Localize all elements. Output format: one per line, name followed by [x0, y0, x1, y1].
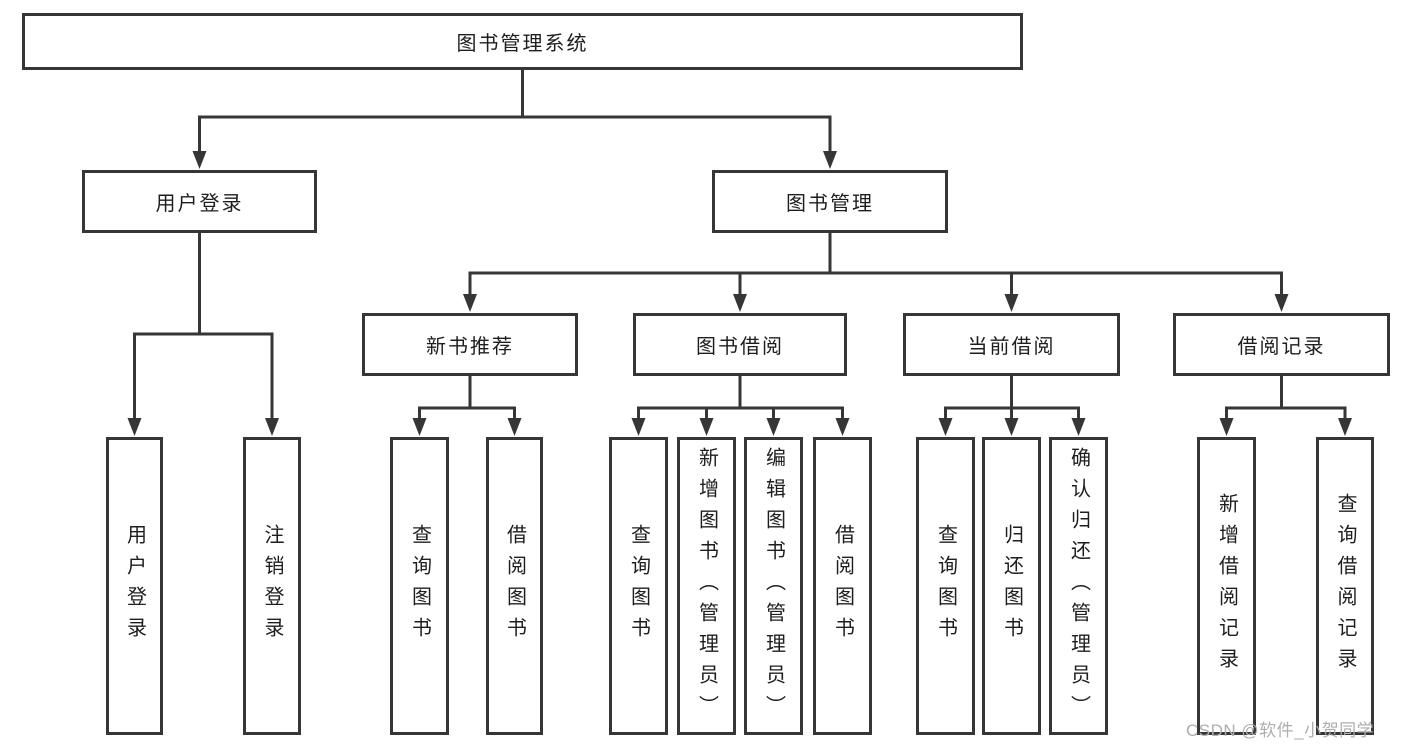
- node-user-login-label: 用户登录: [155, 193, 244, 215]
- node-book-management: 图书管理: [712, 170, 948, 233]
- leaf-edit-books-admin-label: 编辑图书（管理员）: [762, 446, 785, 726]
- node-new-book-recommend: 新书推荐: [362, 313, 578, 376]
- leaf-borrow-query-books: 查询图书: [609, 437, 668, 735]
- leaf-borrow-query-books-label: 查询图书: [627, 524, 650, 648]
- connector-segments: [133, 69, 1347, 420]
- leaf-user-login-label: 用户登录: [123, 524, 146, 648]
- leaf-newbook-query-books-label: 查询图书: [408, 524, 431, 648]
- node-current-borrow: 当前借阅: [903, 313, 1120, 376]
- leaf-user-login: 用户登录: [106, 437, 163, 735]
- node-book-management-label: 图书管理: [786, 193, 874, 215]
- leaf-query-borrow-record: 查询借阅记录: [1316, 437, 1374, 735]
- leaf-current-query-books: 查询图书: [916, 437, 975, 735]
- leaf-current-query-books-label: 查询图书: [934, 524, 957, 648]
- node-book-borrow: 图书借阅: [633, 313, 847, 376]
- node-new-book-recommend-label: 新书推荐: [426, 336, 514, 358]
- leaf-newbook-query-books: 查询图书: [390, 437, 449, 735]
- leaf-confirm-return-admin-label: 确认归还（管理员）: [1067, 446, 1090, 726]
- leaf-confirm-return-admin: 确认归还（管理员）: [1049, 437, 1108, 735]
- leaf-logout-label: 注销登录: [261, 524, 283, 648]
- node-current-borrow-label: 当前借阅: [967, 336, 1056, 358]
- leaf-edit-books-admin: 编辑图书（管理员）: [744, 437, 803, 735]
- node-user-login: 用户登录: [82, 170, 317, 233]
- node-borrow-records-label: 借阅记录: [1237, 336, 1326, 358]
- leaf-newbook-borrow-books: 借阅图书: [486, 437, 543, 735]
- leaf-add-books-admin: 新增图书（管理员）: [677, 437, 736, 735]
- leaf-newbook-borrow-books-label: 借阅图书: [503, 524, 526, 648]
- leaf-logout: 注销登录: [243, 437, 301, 735]
- node-system-root-label: 图书管理系统: [456, 33, 589, 55]
- node-book-borrow-label: 图书借阅: [696, 336, 784, 358]
- leaf-return-books: 归还图书: [982, 437, 1041, 735]
- leaf-return-books-label: 归还图书: [1000, 524, 1023, 648]
- leaf-query-borrow-record-label: 查询借阅记录: [1334, 493, 1356, 679]
- leaf-add-books-admin-label: 新增图书（管理员）: [695, 446, 718, 726]
- node-borrow-records: 借阅记录: [1173, 313, 1390, 376]
- leaf-add-borrow-record-label: 新增借阅记录: [1215, 493, 1238, 679]
- leaf-add-borrow-record: 新增借阅记录: [1197, 437, 1256, 735]
- leaf-borrow-borrow-books-label: 借阅图书: [831, 524, 854, 648]
- csdn-watermark: CSDN @软件_小贺同学: [1186, 721, 1375, 740]
- node-system-root: 图书管理系统: [22, 13, 1023, 70]
- leaf-borrow-borrow-books: 借阅图书: [813, 437, 872, 735]
